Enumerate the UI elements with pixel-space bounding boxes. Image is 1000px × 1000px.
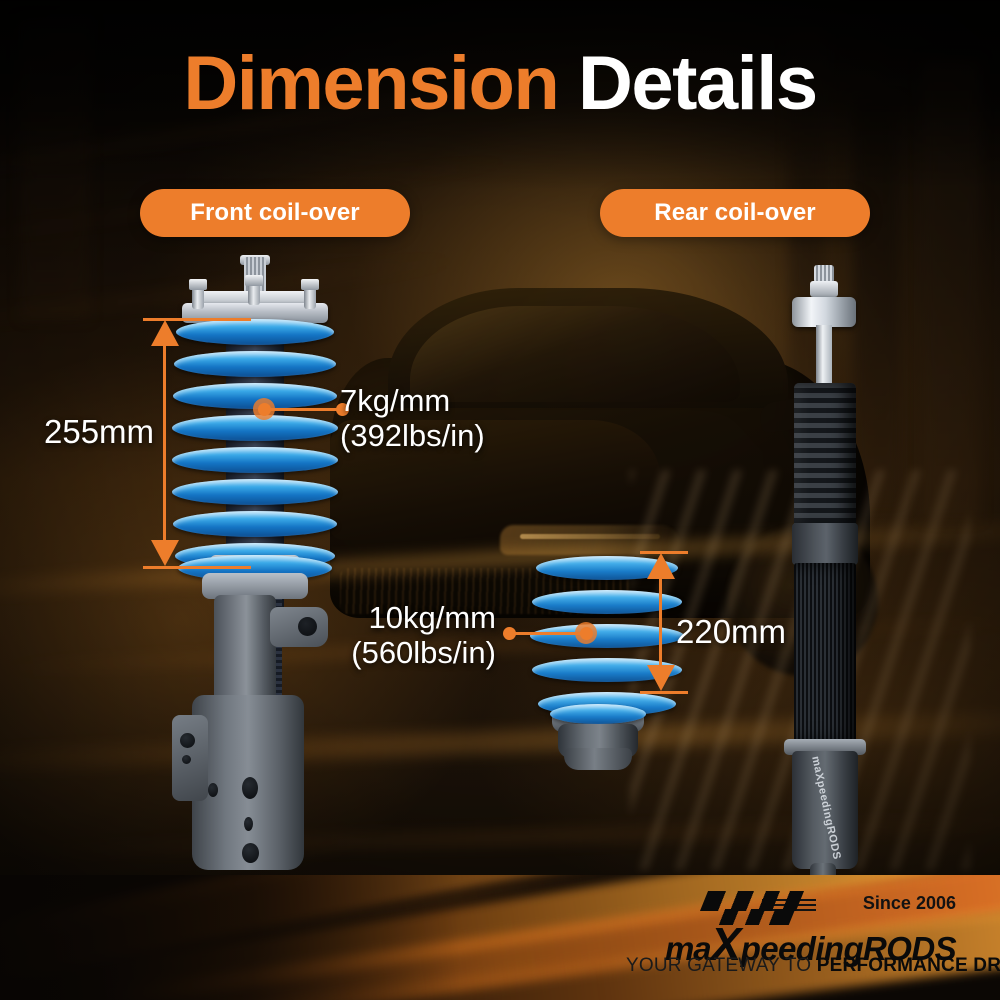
front-bracket-hole [180, 733, 195, 748]
front-mount-nut [301, 279, 319, 290]
logo-word-peeding: peeding [740, 930, 864, 967]
logo-tagline-normal: YOUR GATEWAY TO [626, 955, 817, 976]
checkered-flag-icon [699, 891, 805, 911]
front-spring-coil [172, 479, 338, 505]
front-bracket-hole [242, 777, 258, 799]
front-bracket-hole [242, 843, 259, 863]
page-title-secondary: Details [577, 41, 818, 126]
front-mount-nut [189, 279, 207, 290]
logo-wordmark: maXpeedingRODS [626, 917, 957, 971]
rear-shock-upper-band [792, 523, 858, 565]
front-bracket-ear-hole [298, 617, 317, 636]
badge-rear-coilover: Rear coil-over [600, 189, 870, 237]
top-dark-overlay [0, 0, 1000, 190]
callout-leader-line [266, 408, 342, 411]
callout-end-dot [503, 627, 516, 640]
logo-since-label: Since 2006 [862, 893, 956, 913]
dimension-arrow-up [647, 553, 675, 579]
callout-text-front: 7kg/mm (392lbs/in) [340, 383, 485, 453]
front-spring-coil [173, 511, 337, 537]
dimension-arrow-down [151, 540, 179, 566]
dimension-label-front: 255mm [44, 413, 155, 450]
page-title: Dimension Details [0, 46, 1000, 122]
rear-shock-piston-rod [816, 325, 832, 387]
front-spring-coil [172, 447, 338, 473]
front-bracket-hole [182, 755, 191, 764]
front-lower-spring-seat [202, 573, 308, 599]
brand-logo: Since 2006 maXpeedingRODS YOUR GATEWAY T… [626, 891, 1000, 985]
callout-rear-line2: (560lbs/in) [351, 634, 496, 670]
callout-leader-line [509, 632, 585, 635]
logo-word-ma: ma [664, 930, 712, 967]
rear-shock-top-nut [810, 281, 838, 297]
front-bracket-hole [208, 783, 218, 797]
callout-anchor-core [580, 627, 593, 640]
callout-text-rear: 10kg/mm (560lbs/in) [346, 600, 496, 670]
logo-word-x: X [710, 918, 742, 970]
footer-left-fade [0, 875, 460, 1000]
front-spring-coil [176, 319, 334, 345]
badge-front-coilover: Front coil-over [140, 189, 410, 237]
callout-end-dot [336, 403, 349, 416]
dimension-measure-line [659, 562, 662, 682]
dimension-extension-line-bottom [640, 691, 688, 694]
rear-shock-knurled-sleeve [794, 563, 856, 743]
logo-word-rods: RODS [863, 930, 957, 967]
rear-shock-body [792, 751, 858, 869]
rear-shock-dust-boot [794, 383, 856, 528]
front-bracket-hole [244, 817, 253, 831]
dimension-measure-line [163, 330, 166, 556]
callout-front-line2: (392lbs/in) [340, 417, 485, 453]
rear-spring-coil [550, 704, 646, 724]
callout-front-line1: 7kg/mm [340, 383, 451, 418]
rear-shock-top-mount [792, 297, 856, 327]
rear-spring-coil [530, 624, 684, 648]
dimension-extension-line-top [143, 318, 251, 321]
dimension-arrow-down [647, 665, 675, 691]
dimension-extension-line-bottom [143, 566, 251, 569]
logo-tagline: YOUR GATEWAY TO PERFORMANCE DRIVING [626, 955, 1000, 977]
rear-spring-coil [532, 590, 682, 614]
callout-anchor-core [258, 403, 271, 416]
dimension-extension-line-top [640, 551, 688, 554]
rear-shock-product: maXpeedingRODS [770, 265, 880, 937]
rear-spring-product [530, 548, 690, 770]
rear-shock-rod-tip [814, 265, 834, 283]
footer-banner: Since 2006 maXpeedingRODS YOUR GATEWAY T… [0, 875, 1000, 1000]
front-coilover-product [170, 255, 340, 870]
front-spring-coil [172, 415, 338, 441]
callout-rear-line1: 10kg/mm [368, 600, 496, 635]
dimension-arrow-up [151, 320, 179, 346]
logo-tagline-bold: PERFORMANCE DRIVING [816, 955, 1000, 976]
front-mount-nut [245, 275, 263, 286]
dimension-label-rear: 220mm [676, 613, 787, 650]
page-title-primary: Dimension [183, 41, 560, 126]
rear-spring-cup-lower [564, 748, 632, 770]
front-spring-coil [174, 351, 336, 377]
